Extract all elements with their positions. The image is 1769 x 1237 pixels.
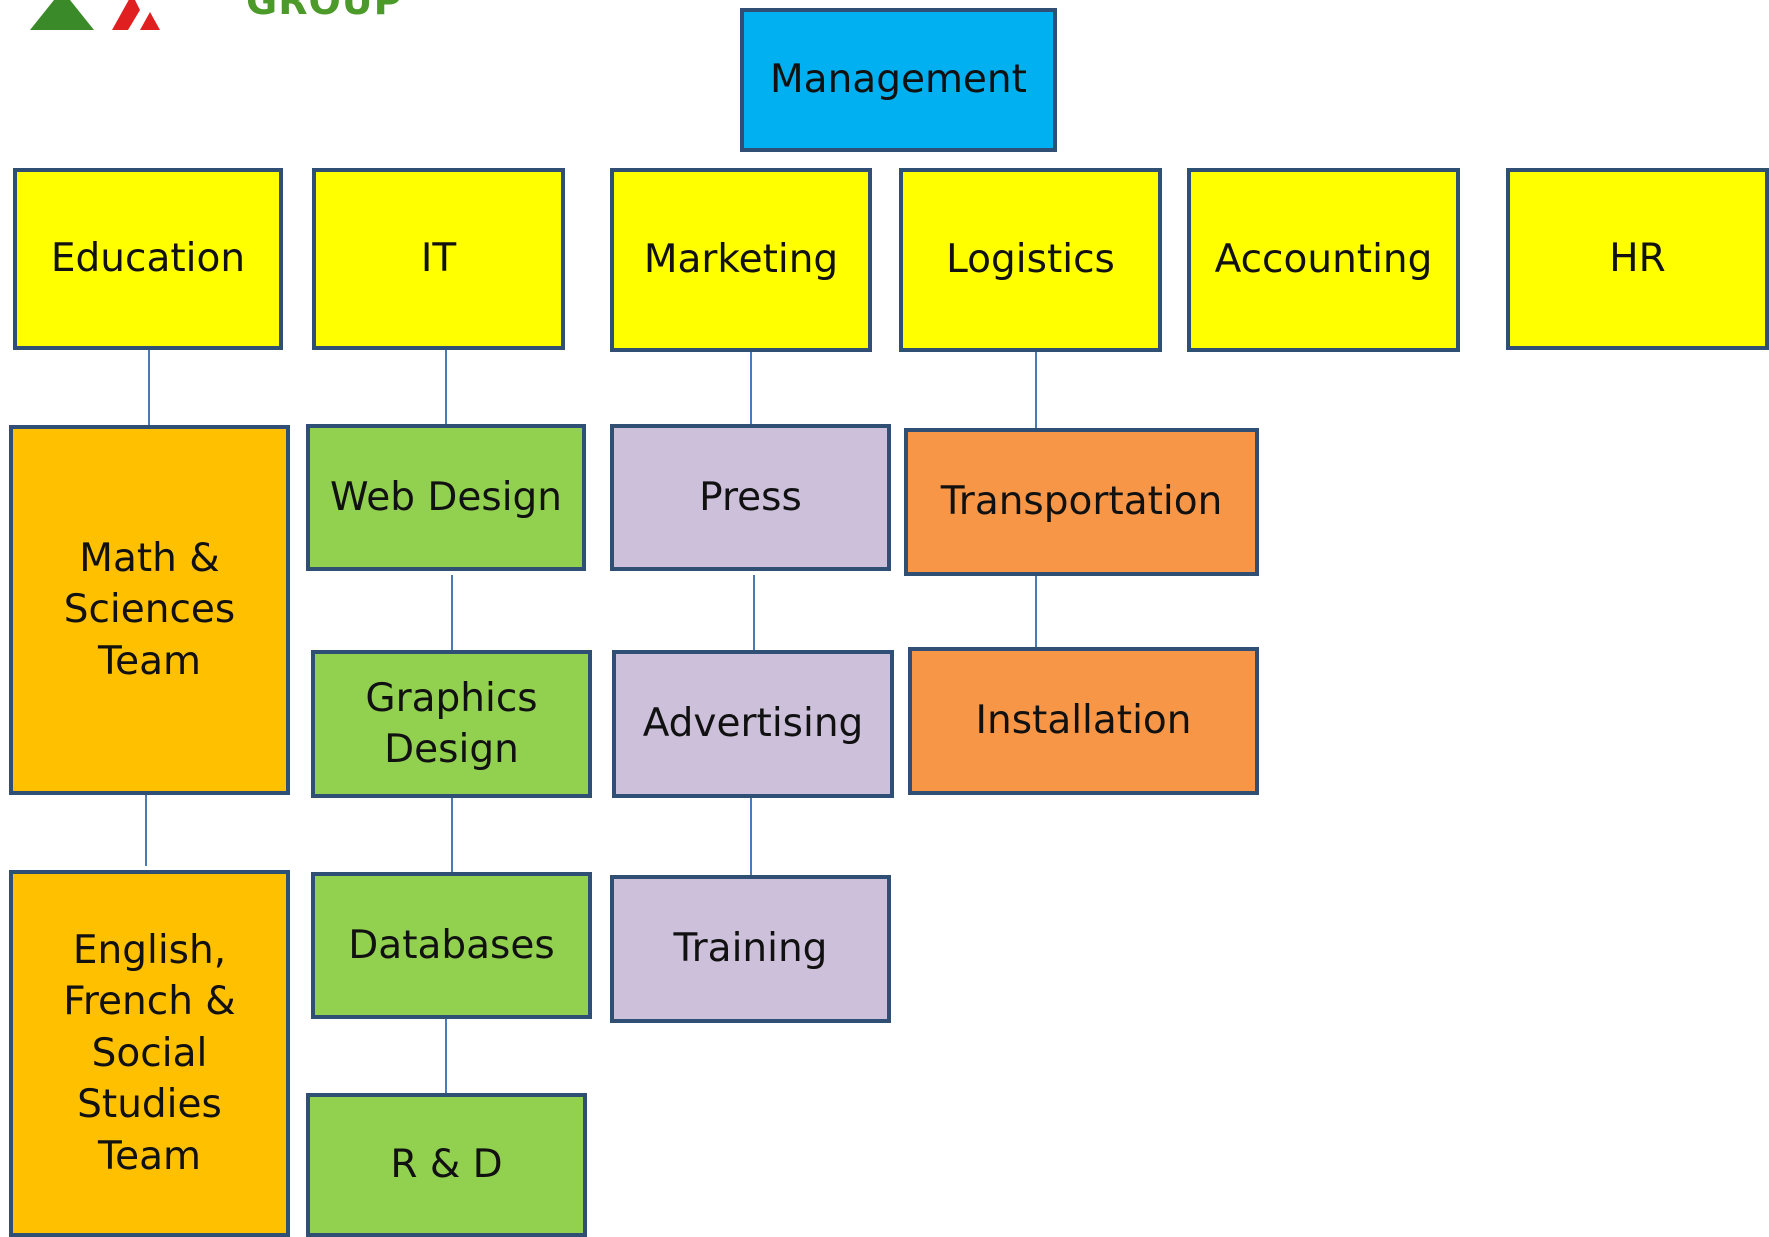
node-math-sciences-team: Math & Sciences Team	[9, 425, 290, 795]
node-graphics-design: Graphics Design	[311, 650, 592, 798]
node-it: IT	[312, 168, 565, 350]
node-transportation: Transportation	[904, 428, 1259, 576]
connector-math-english	[145, 788, 147, 866]
node-accounting: Accounting	[1187, 168, 1460, 352]
connector-graphics-databases	[451, 797, 453, 873]
node-logistics: Logistics	[899, 168, 1162, 352]
node-web-design: Web Design	[306, 424, 586, 571]
connector-webdesign-graphics	[451, 575, 453, 651]
connector-databases-rd	[445, 1018, 447, 1094]
node-marketing: Marketing	[610, 168, 872, 352]
node-databases: Databases	[311, 872, 592, 1019]
node-press: Press	[610, 424, 891, 571]
connector-transportation-installation	[1035, 568, 1037, 648]
node-advertising: Advertising	[612, 650, 894, 798]
connector-education-math	[148, 350, 150, 427]
connector-press-advertising	[753, 575, 755, 651]
node-training: Training	[610, 875, 891, 1023]
logo-text: GROUP	[246, 0, 403, 23]
connector-logistics-transportation	[1035, 350, 1037, 430]
logo-tree-icon	[30, 0, 160, 30]
connector-advertising-training	[750, 797, 752, 875]
company-logo: GROUP	[0, 0, 430, 40]
node-education: Education	[13, 168, 283, 350]
connector-marketing-press	[750, 350, 752, 426]
node-english-french-social-team: English, French & Social Studies Team	[9, 870, 290, 1237]
node-r-and-d: R & D	[306, 1093, 587, 1237]
node-management: Management	[740, 8, 1057, 152]
connector-it-webdesign	[445, 350, 447, 426]
node-installation: Installation	[908, 647, 1259, 795]
node-hr: HR	[1506, 168, 1769, 350]
